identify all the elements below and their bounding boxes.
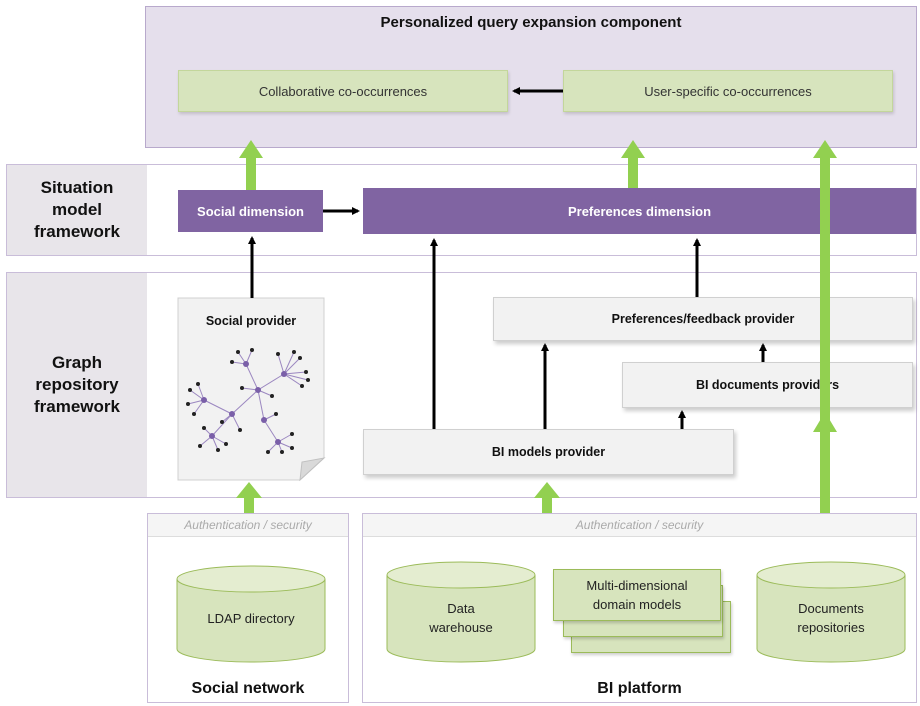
ldap-directory-cylinder: LDAP directory [176,565,326,663]
documents-repositories-label: Documents repositories [797,601,865,635]
graph-repository-label: Graph repository framework [7,273,147,497]
green-arrow-docsrepo-to-bidocs [813,412,837,513]
social-dimension-box: Social dimension [178,190,323,232]
situation-model-band [6,164,917,256]
green-arrow-docs-to-user [813,140,837,513]
bi-auth-label: Authentication / security [363,514,916,537]
data-warehouse-label: Data warehouse [429,601,493,635]
query-expansion-title: Personalized query expansion component [380,14,682,31]
ldap-cylinder-shape [176,565,326,663]
data-warehouse-cylinder: Data warehouse [386,561,536,663]
green-arrow-pref-to-user [621,140,645,188]
social-provider-box: Social provider [177,297,326,482]
bi-models-provider-box: BI models provider [363,429,734,475]
social-provider-label: Social provider [205,314,297,328]
social-auth-label: Authentication / security [148,514,348,537]
multidim-models-stack: Multi-dimensional domain models [553,567,738,657]
documents-repositories-cylinder: Documents repositories [756,561,906,663]
social-network-label: Social network [191,680,305,697]
multidim-models-label: Multi-dimensional domain models [553,569,721,621]
bi-platform-label: BI platform [597,680,682,697]
ldap-directory-label: LDAP directory [207,610,295,626]
social-graph-icon [186,348,310,454]
bi-documents-providers-box: BI documents providers [622,362,913,408]
data-warehouse-shape [386,561,536,663]
documents-repositories-shape [756,561,906,663]
green-arrow-bi-platform [534,482,560,513]
green-arrow-social-network [236,482,262,513]
graph-repository-band [6,272,917,498]
situation-model-label: Situation model framework [7,165,147,255]
collaborative-cooccurrences-box: Collaborative co-occurrences [178,70,508,112]
user-specific-cooccurrences-box: User-specific co-occurrences [563,70,893,112]
preferences-feedback-provider-box: Preferences/feedback provider [493,297,913,341]
green-arrow-social-to-collab [239,140,263,190]
